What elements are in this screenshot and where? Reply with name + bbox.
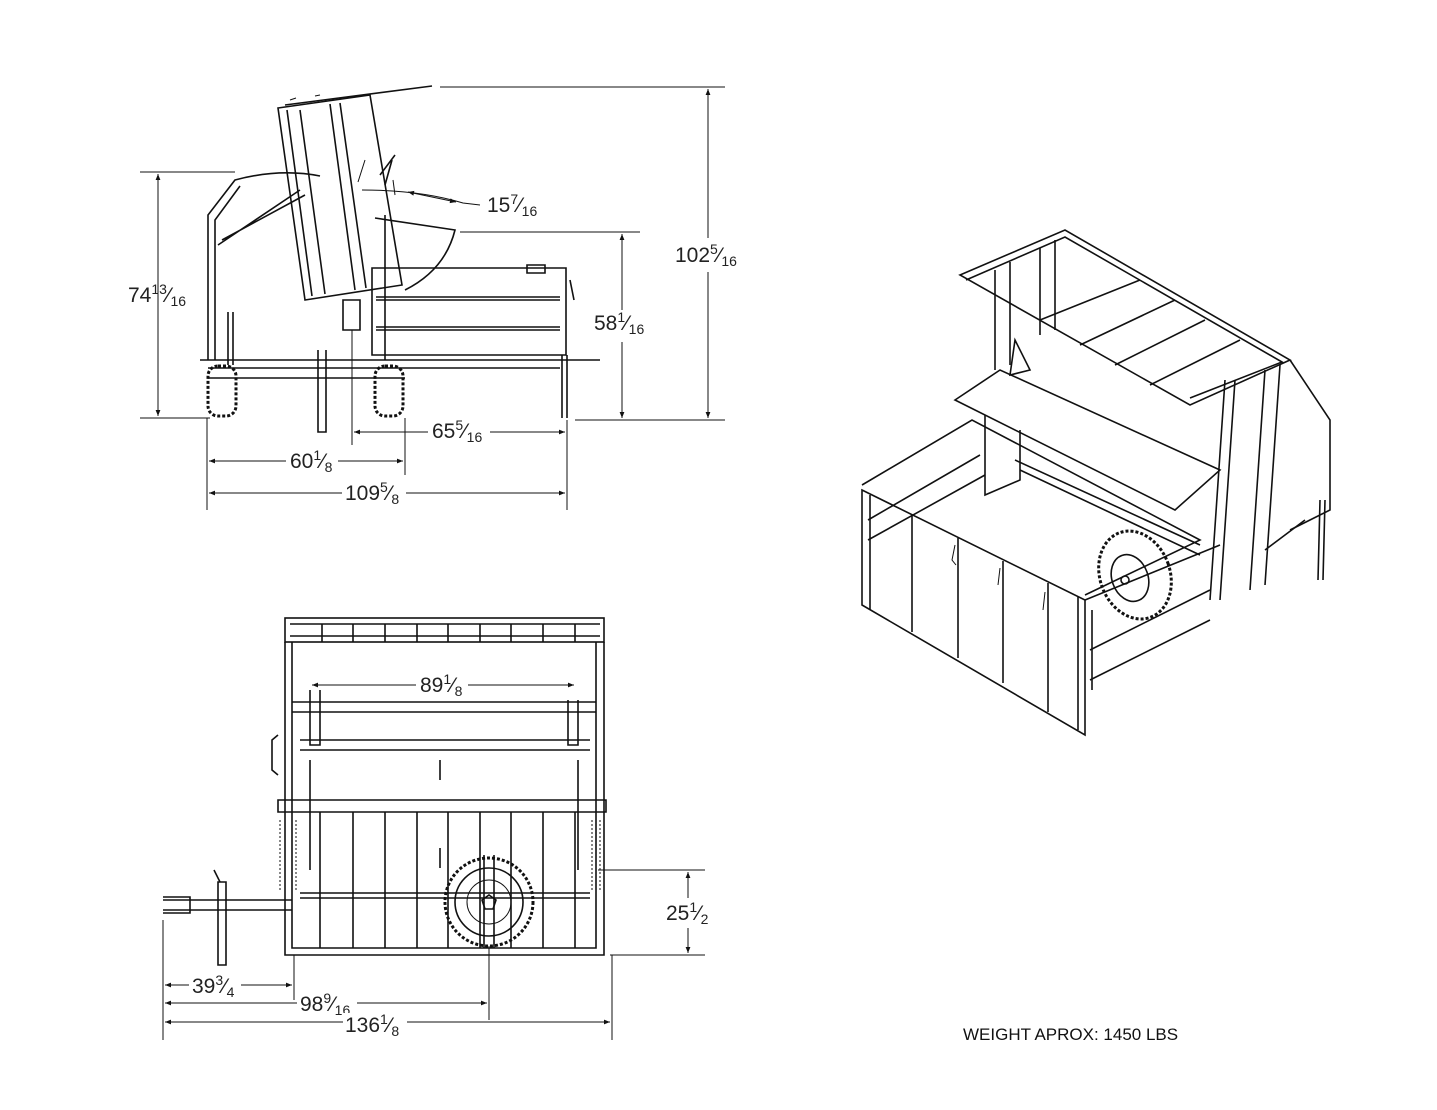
front-wheel	[373, 364, 405, 418]
rear-wheel	[206, 364, 238, 418]
weight-note: WEIGHT APROX: 1450 LBS	[963, 1025, 1178, 1044]
dim-side-rail-height: 581⁄16	[594, 309, 644, 337]
dim-side-chute-arc: 157⁄16	[487, 191, 537, 219]
top-view: 891⁄8 251⁄2 393⁄4 989⁄16 1361⁄8	[162, 617, 712, 1040]
dim-top-overall-length: 1361⁄8	[345, 1011, 399, 1039]
spare-tire	[443, 856, 535, 948]
dim-side-body-height: 7413⁄16	[128, 281, 186, 309]
dim-side-overall-length: 1095⁄8	[345, 479, 399, 507]
iso-spare-tire	[1097, 529, 1173, 621]
side-view: 7413⁄16 1025⁄16 581⁄16 157⁄16 655⁄16 601…	[128, 85, 744, 510]
isometric-view	[861, 229, 1331, 737]
